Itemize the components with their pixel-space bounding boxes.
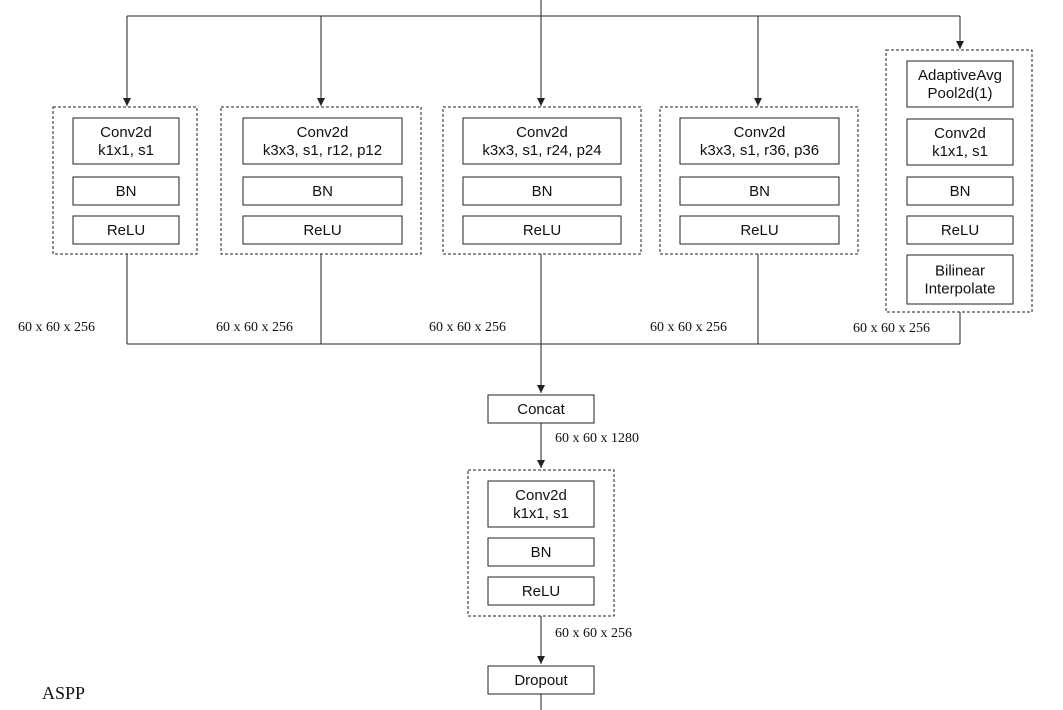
concat-box-label: Concat	[517, 401, 565, 418]
concat-output-dims: 60 x 60 x 1280	[555, 431, 639, 446]
branch-1-group	[52, 106, 198, 255]
branch-5-adaptiveavg-box-label-line1: AdaptiveAvg	[918, 67, 1002, 84]
branch-1-relu-box-frame	[72, 215, 180, 245]
projection-conv2d-box-label-line1: Conv2d	[515, 487, 567, 504]
branch-3-conv2d-box-label-line2: k3x3, s1, r24, p24	[482, 142, 601, 159]
projection-relu-box: ReLU	[487, 576, 595, 606]
branch-2-output-dims: 60 x 60 x 256	[216, 320, 293, 335]
projection-conv2d-box-frame	[487, 480, 595, 528]
branch-2-relu-box-frame	[242, 215, 403, 245]
projection-output-dims: 60 x 60 x 256	[555, 626, 632, 641]
branch-4-conv2d-box-label-line1: Conv2d	[734, 124, 786, 141]
branch-1-conv2d-box-label-line1: Conv2d	[100, 124, 152, 141]
branch-3-conv2d-box-frame	[462, 117, 622, 165]
branch-3-bn-box: BN	[462, 176, 622, 206]
branch-1-conv2d-box-frame	[72, 117, 180, 165]
branch-5-bilinear-box-label-line2: Interpolate	[925, 281, 996, 298]
connector-lines	[123, 0, 964, 710]
concat-box: Concat	[487, 394, 595, 424]
branch-5-output-dims: 60 x 60 x 256	[853, 321, 930, 336]
branch-4-conv2d-box-label-line2: k3x3, s1, r36, p36	[700, 142, 819, 159]
branch-4-bn-box: BN	[679, 176, 840, 206]
dropout-box: Dropout	[487, 665, 595, 695]
concat-box-frame	[487, 394, 595, 424]
branch-5-conv2d-box-label-line1: Conv2d	[934, 125, 986, 142]
branch-5-adaptiveavg-box-label-line2: Pool2d(1)	[927, 85, 992, 102]
projection-bn-box-label: BN	[531, 544, 552, 561]
branch-1-bn-box-label: BN	[116, 183, 137, 200]
branch-5-bn-box-label: BN	[950, 183, 971, 200]
branch-1-output-dims: 60 x 60 x 256	[18, 320, 95, 335]
branch-5-group	[885, 49, 1033, 313]
branch-3-bn-box-frame	[462, 176, 622, 206]
projection-group	[467, 469, 615, 617]
branch-3-relu-box: ReLU	[462, 215, 622, 245]
dropout-box-label: Dropout	[514, 672, 568, 689]
projection-bn-box: BN	[487, 537, 595, 567]
branch-4-group	[659, 106, 859, 255]
branch-4-relu-box: ReLU	[679, 215, 840, 245]
branch-5-bn-box-frame	[906, 176, 1014, 206]
branch-3-relu-box-frame	[462, 215, 622, 245]
projection-relu-box-label: ReLU	[522, 583, 560, 600]
branch-1-bn-box-frame	[72, 176, 180, 206]
branch-3-relu-box-label: ReLU	[523, 222, 561, 239]
branch-5-conv2d-box-frame	[906, 118, 1014, 166]
branch-5-conv2d-box-label-line2: k1x1, s1	[932, 143, 988, 160]
branch-5-relu-box-label: ReLU	[941, 222, 979, 239]
dimension-labels: 60 x 60 x 256 60 x 60 x 256 60 x 60 x 256 6…	[18, 320, 930, 641]
branch-4-relu-box-frame	[679, 215, 840, 245]
branch-2-relu-box: ReLU	[242, 215, 403, 245]
branch-3-group	[442, 106, 642, 255]
branch-2-conv2d-box-label-line2: k3x3, s1, r12, p12	[263, 142, 382, 159]
branch-5-relu-box-frame	[906, 215, 1014, 245]
branch-2-conv2d-box-label-line1: Conv2d	[297, 124, 349, 141]
branch-5-bn-box: BN	[906, 176, 1014, 206]
branch-5-bilinear-box-frame	[906, 254, 1014, 305]
branch-4-conv2d-box-frame	[679, 117, 840, 165]
projection-relu-box-frame	[487, 576, 595, 606]
projection-bn-box-frame	[487, 537, 595, 567]
branch-5-bilinear-box-label-line1: Bilinear	[935, 263, 985, 280]
branch-2-conv2d-box-frame	[242, 117, 403, 165]
branch-2-group	[220, 106, 422, 255]
branch-2-bn-box: BN	[242, 176, 403, 206]
branch-1-bn-box: BN	[72, 176, 180, 206]
branch-1-relu-box-label: ReLU	[107, 222, 145, 239]
branch-3-output-dims: 60 x 60 x 256	[429, 320, 506, 335]
branch-4-bn-box-frame	[679, 176, 840, 206]
branch-3-conv2d-box-label-line1: Conv2d	[516, 124, 568, 141]
branch-3-bn-box-label: BN	[532, 183, 553, 200]
branch-2-relu-box-label: ReLU	[303, 222, 341, 239]
branch-1-relu-box: ReLU	[72, 215, 180, 245]
branch-1-conv2d-box-label-line2: k1x1, s1	[98, 142, 154, 159]
branch-5-adaptiveavg-box-frame	[906, 60, 1014, 108]
branch-4-relu-box-label: ReLU	[740, 222, 778, 239]
branch-2-bn-box-frame	[242, 176, 403, 206]
branch-5-relu-box: ReLU	[906, 215, 1014, 245]
diagram-title: ASPP	[42, 683, 85, 703]
projection-conv2d-box-label-line2: k1x1, s1	[513, 505, 569, 522]
dropout-box-frame	[487, 665, 595, 695]
branch-4-bn-box-label: BN	[749, 183, 770, 200]
branch-4-output-dims: 60 x 60 x 256	[650, 320, 727, 335]
branch-2-bn-box-label: BN	[312, 183, 333, 200]
